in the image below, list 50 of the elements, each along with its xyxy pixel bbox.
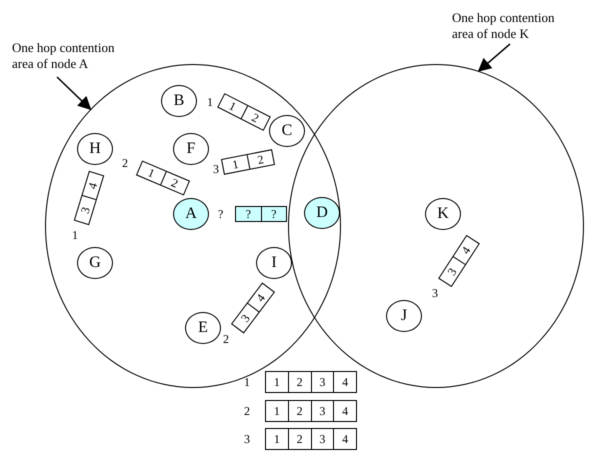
packet-slot: 4 [333,372,356,392]
packet-slot: 4 [247,284,274,313]
packet-slot: 4 [333,401,356,421]
packet-slot: 2 [288,372,310,392]
node-circle: B [161,85,197,117]
packet-queue [265,400,357,422]
packet-slot: 2 [246,150,274,169]
flow-number: 1 [207,95,213,109]
packet-box [235,206,287,222]
leader-arrow [478,43,510,72]
packet-slot: 4 [452,236,478,266]
packet-slot: 3 [310,372,334,392]
node-circle: D [304,197,340,229]
flow-number: 1 [72,228,78,242]
packet-slot: 2 [288,401,310,421]
packet-slot: 2 [240,106,270,130]
packet-slot: 2 [288,429,310,449]
flow-number: 2 [244,404,250,418]
node-circle: H [77,133,113,165]
flow-number: 1 [244,375,250,389]
node-circle: A [173,198,209,230]
packet-slot: 2 [160,171,189,194]
flow-number: 3 [432,286,438,300]
packet-slot: 1 [222,155,249,174]
packet-queue [265,428,357,450]
packet-slot: ? [236,207,260,221]
flow-number: 2 [122,156,128,170]
packet-slot: 4 [333,429,356,449]
flow-number: 3 [213,162,219,176]
packet-slot: 1 [266,429,288,449]
node-circle: K [425,198,461,230]
node-circle: G [77,247,113,279]
packet-slot: 3 [310,429,334,449]
packet-slot: 3 [310,401,334,421]
flow-number: 3 [244,432,250,446]
flow-number: 2 [223,332,229,346]
node-circle: I [256,247,292,279]
node-circle: J [386,300,422,332]
packet-slot: 1 [266,372,288,392]
packet-slot: 1 [266,401,288,421]
node-circle: C [269,115,305,147]
packet-slot: 4 [82,172,103,201]
node-circle: E [185,312,221,344]
area-label: One hop contention area of node A [12,40,137,74]
area-label: One hop contention area of node K [452,10,577,44]
node-circle: F [173,133,209,165]
flow-number: ? [218,207,224,221]
leader-arrow [56,76,92,110]
packet-slot: ? [260,207,286,221]
packet-queue [265,371,357,393]
